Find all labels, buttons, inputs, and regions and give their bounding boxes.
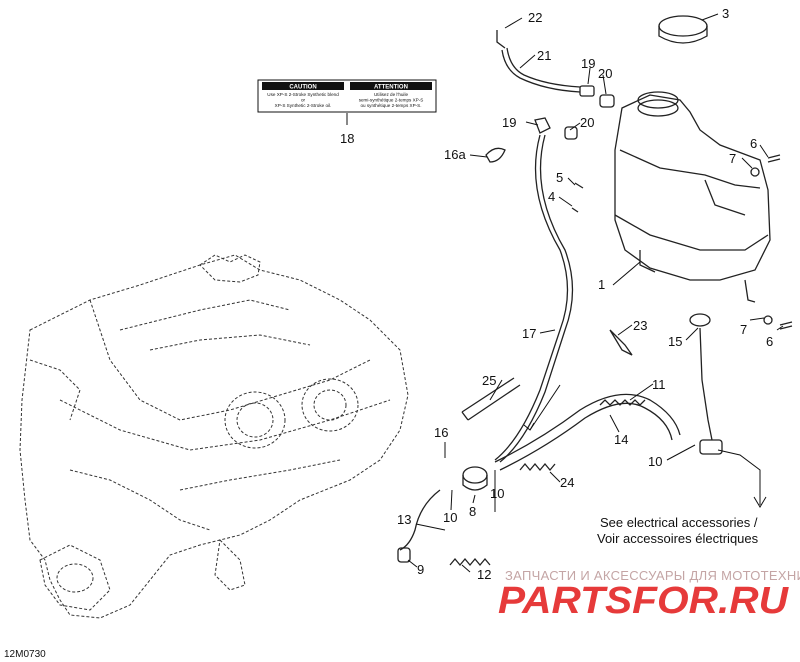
callout-16: 16 — [434, 425, 448, 440]
callout-9: 9 — [417, 562, 424, 577]
callout-5: 5 — [556, 170, 563, 185]
hose-25 — [461, 377, 521, 421]
callout-24: 24 — [560, 475, 574, 490]
callout-11: 11 — [652, 377, 666, 392]
callout-1: 1 — [598, 277, 605, 292]
spring-12 — [449, 557, 491, 567]
callout-10-mid: 10 — [490, 486, 504, 501]
watermark-tagline: ЗАПЧАСТИ И АКСЕССУАРЫ ДЛЯ МОТОТЕХНИКИ — [505, 568, 800, 583]
oil-hose — [494, 134, 574, 463]
watermark-brand: PARTSFOR.RU — [498, 580, 790, 622]
strap-23 — [609, 329, 633, 356]
callout-23: 23 — [633, 318, 647, 333]
oil-tank — [614, 91, 771, 303]
hardware — [571, 154, 793, 330]
callout-6-top: 6 — [750, 136, 757, 151]
attention-line-1: Utilisez de l'huile — [374, 92, 409, 97]
callout-21: 21 — [537, 48, 551, 63]
callout-13: 13 — [397, 512, 411, 527]
callout-19-mid: 19 — [502, 115, 516, 130]
leader-lines — [346, 13, 784, 573]
spring-24 — [519, 462, 556, 472]
caution-line-3: XP-S Synthetic 2-Stroke oil. — [275, 103, 332, 108]
callout-3: 3 — [722, 6, 729, 21]
callout-20-top: 20 — [598, 66, 612, 81]
callout-7-top: 7 — [729, 151, 736, 166]
hose-13 — [399, 489, 441, 551]
spring-14 — [599, 399, 646, 406]
callout-18: 18 — [340, 131, 354, 146]
callout-4: 4 — [548, 189, 555, 204]
attention-line-2: semi-synthétique 2-temps XP-S — [359, 98, 424, 103]
callout-7-bottom: 7 — [740, 322, 747, 337]
callout-14: 14 — [614, 432, 628, 447]
note-line-2: Voir accessoires électriques — [597, 531, 759, 546]
callout-6-bottom: 6 — [766, 334, 773, 349]
callout-19-top: 19 — [581, 56, 595, 71]
callout-15: 15 — [668, 334, 682, 349]
callout-17: 17 — [522, 326, 536, 341]
callouts: 22 21 3 19 20 19 20 16a 5 4 7 6 1 7 6 15… — [340, 6, 773, 582]
caution-line-2: or — [301, 98, 306, 103]
elbow-fitting — [534, 117, 578, 140]
attention-line-3: ou synthétique 2-temps XP-S. — [360, 103, 421, 108]
oil-filter — [462, 466, 488, 491]
engine-outline — [19, 254, 409, 619]
callout-8: 8 — [469, 504, 476, 519]
callout-25: 25 — [482, 373, 496, 388]
level-sensor — [689, 313, 723, 455]
clamp — [485, 147, 506, 163]
note-line-1: See electrical accessories / — [600, 515, 758, 530]
callout-16a: 16a — [444, 147, 466, 162]
vent-hose — [496, 30, 615, 108]
attention-title: ATTENTION — [374, 85, 408, 91]
caution-line-1: Use XP-S 2-Stroke Synthetic blend — [267, 92, 339, 97]
caution-title: CAUTION — [289, 85, 316, 91]
figure-code: 12M0730 — [4, 649, 46, 660]
callout-10-right: 10 — [648, 454, 662, 469]
warning-label: CAUTION ATTENTION Use XP-S 2-Stroke Synt… — [257, 79, 437, 113]
fitting-9 — [397, 547, 411, 563]
hose-11 — [494, 393, 681, 471]
callout-10-left: 10 — [443, 510, 457, 525]
callout-22: 22 — [528, 10, 542, 25]
callout-20-mid: 20 — [580, 115, 594, 130]
callout-12: 12 — [477, 567, 491, 582]
tank-cap — [658, 15, 708, 44]
